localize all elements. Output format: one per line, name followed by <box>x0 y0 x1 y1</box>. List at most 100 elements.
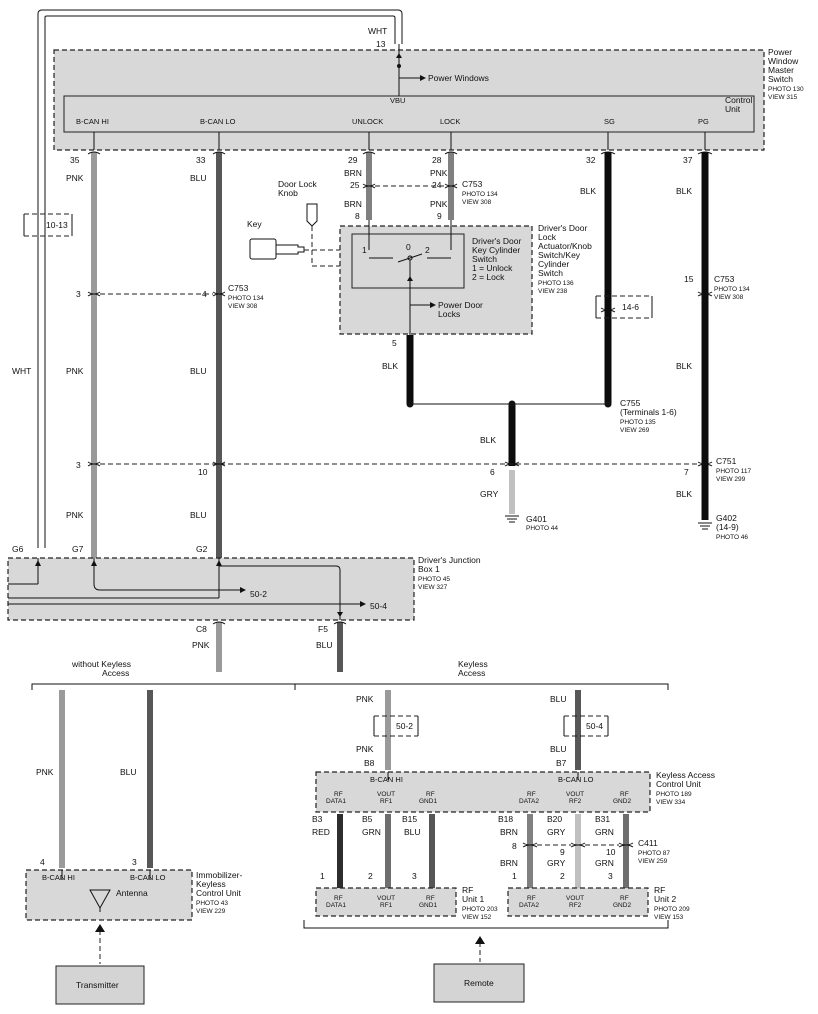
door-lock-knob-2: Knob <box>278 188 298 198</box>
kl-bcan-hi: B-CAN HI <box>370 775 403 784</box>
pin-pg: PG <box>698 117 709 126</box>
ddl-title-6: Switch <box>538 268 563 278</box>
pin-13-label: 13 <box>376 39 386 49</box>
antenna-icon <box>89 889 111 912</box>
c753m-pin-4: 4 <box>202 289 207 299</box>
imm-title-1: Immobilizer- <box>196 870 242 880</box>
c411-wire-brn: BRN <box>500 858 518 868</box>
rf2-title-1: RF <box>654 885 665 895</box>
imm-bcan-hi: B-CAN HI <box>42 873 75 882</box>
kl-pin-b5: B5 <box>362 814 373 824</box>
wht-top-label: WHT <box>368 26 387 36</box>
jb-title-1: Driver's Junction <box>418 555 481 565</box>
drivers-door-lock-box <box>339 220 533 335</box>
rf-unit-1-box <box>315 887 457 917</box>
c753r-photo: PHOTO 134 <box>714 286 750 293</box>
immobilizer-wires <box>59 690 153 868</box>
key-label: Key <box>247 219 262 229</box>
pwms-photo: PHOTO 130 <box>768 86 804 93</box>
wire-pnk-3: PNK <box>66 510 84 520</box>
splice-dot-mid <box>508 400 516 408</box>
power-door-locks-2: Locks <box>438 309 460 319</box>
kl-wire-gry: GRY <box>547 827 566 837</box>
c411-wire-gry: GRY <box>547 858 566 868</box>
imm-photo: PHOTO 43 <box>196 900 228 907</box>
keyless-1: Keyless <box>458 659 488 669</box>
pwms-title-3: Master <box>768 65 794 75</box>
imm-bcan-lo: B-CAN LO <box>130 873 166 882</box>
ground-g402-icon <box>698 522 712 530</box>
c751-photo: PHOTO 117 <box>716 468 752 475</box>
jb-pin-g2: G2 <box>196 544 208 554</box>
kl-pin-b7: B7 <box>556 758 567 768</box>
wire-blk-lock: BLK <box>382 361 398 371</box>
ddl-title-4: Switch/Key <box>538 250 581 260</box>
wire-blk-pg-2: BLK <box>676 361 692 371</box>
rf2-p3-top: RF <box>620 895 629 902</box>
pin-28: 28 <box>432 155 442 165</box>
c411-wire-grn: GRN <box>595 858 614 868</box>
kl-pin-b15: B15 <box>402 814 417 824</box>
pin-37: 37 <box>683 155 693 165</box>
remote-box <box>433 963 525 1003</box>
c753u-view: VIEW 308 <box>462 199 492 206</box>
keyless-control-unit <box>315 771 651 813</box>
imm-title-3: Control Unit <box>196 888 242 898</box>
rf1-title-1: RF <box>462 885 473 895</box>
pin-unlock: UNLOCK <box>352 117 383 126</box>
rf1-view: VIEW 152 <box>462 914 492 921</box>
rf1-p2-bot: RF1 <box>380 902 393 909</box>
c753u-name: C753 <box>462 179 483 189</box>
connector-dashes <box>100 185 698 465</box>
vbu-label: VBU <box>390 96 405 105</box>
key-icon <box>249 238 340 260</box>
kl-wire-blu: BLU <box>404 827 421 837</box>
kl-p3-top: RF <box>426 791 435 798</box>
jb-ref-50-2: 50-2 <box>250 589 267 599</box>
remote-label: Remote <box>464 978 494 988</box>
wire-wht-left: WHT <box>12 366 31 376</box>
c411-pin-8: 8 <box>512 841 517 851</box>
ddl-title-3: Actuator/Knob <box>538 241 592 251</box>
g402-name: G402 <box>716 513 737 523</box>
kl-wire-red: RED <box>312 827 330 837</box>
ddl-inner-5: 2 = Lock <box>472 272 505 282</box>
rf2-p2-bot: RF2 <box>569 902 582 909</box>
c755-view: VIEW 269 <box>620 427 650 434</box>
power-door-locks-1: Power Door <box>438 300 483 310</box>
rf2-p2-top: VOUT <box>566 895 584 902</box>
immobilizer-box <box>25 869 193 921</box>
c751-pin-7: 7 <box>684 467 689 477</box>
wire-pnk-lock-1: PNK <box>430 168 448 178</box>
kl-p2-top: VOUT <box>377 791 395 798</box>
kl-pin-b18: B18 <box>498 814 513 824</box>
antenna-label: Antenna <box>116 888 148 898</box>
jb-pin-c8: C8 <box>196 624 207 634</box>
control-unit-label-2: Unit <box>725 104 741 114</box>
wire-brn-1: BRN <box>344 168 362 178</box>
without-keyless-2: Access <box>102 668 129 678</box>
jb-wire-pnk: PNK <box>192 640 210 650</box>
ddl-title-2: Lock <box>538 232 557 242</box>
jb-pin-g6: G6 <box>12 544 24 554</box>
pin-29: 29 <box>348 155 358 165</box>
c755-name: C755 <box>620 398 641 408</box>
wire-blk-sg-1: BLK <box>580 186 596 196</box>
c753m-view: VIEW 308 <box>228 303 258 310</box>
c753m-pin-15: 15 <box>684 274 694 284</box>
ddl-title-5: Cylinder <box>538 259 569 269</box>
ref-10-13: 10-13 <box>46 220 68 230</box>
switch-pos-0: 0 <box>406 242 411 252</box>
rf1-p1-bot: DATA1 <box>326 902 346 909</box>
ddl-inner-4: 1 = Unlock <box>472 263 513 273</box>
kl-pin-b31: B31 <box>595 814 610 824</box>
pin-bcan-lo: B-CAN LO <box>200 117 236 126</box>
option-bracket <box>31 683 669 690</box>
ddl-inner-2: Key Cylinder <box>472 245 520 255</box>
c411-pin-9: 9 <box>560 847 565 857</box>
kl-wire-grn2: GRN <box>595 827 614 837</box>
control-unit-label-1: Control <box>725 95 753 105</box>
switch-pos-2: 2 <box>425 245 430 255</box>
ddl-inner-1: Driver's Door <box>472 236 521 246</box>
